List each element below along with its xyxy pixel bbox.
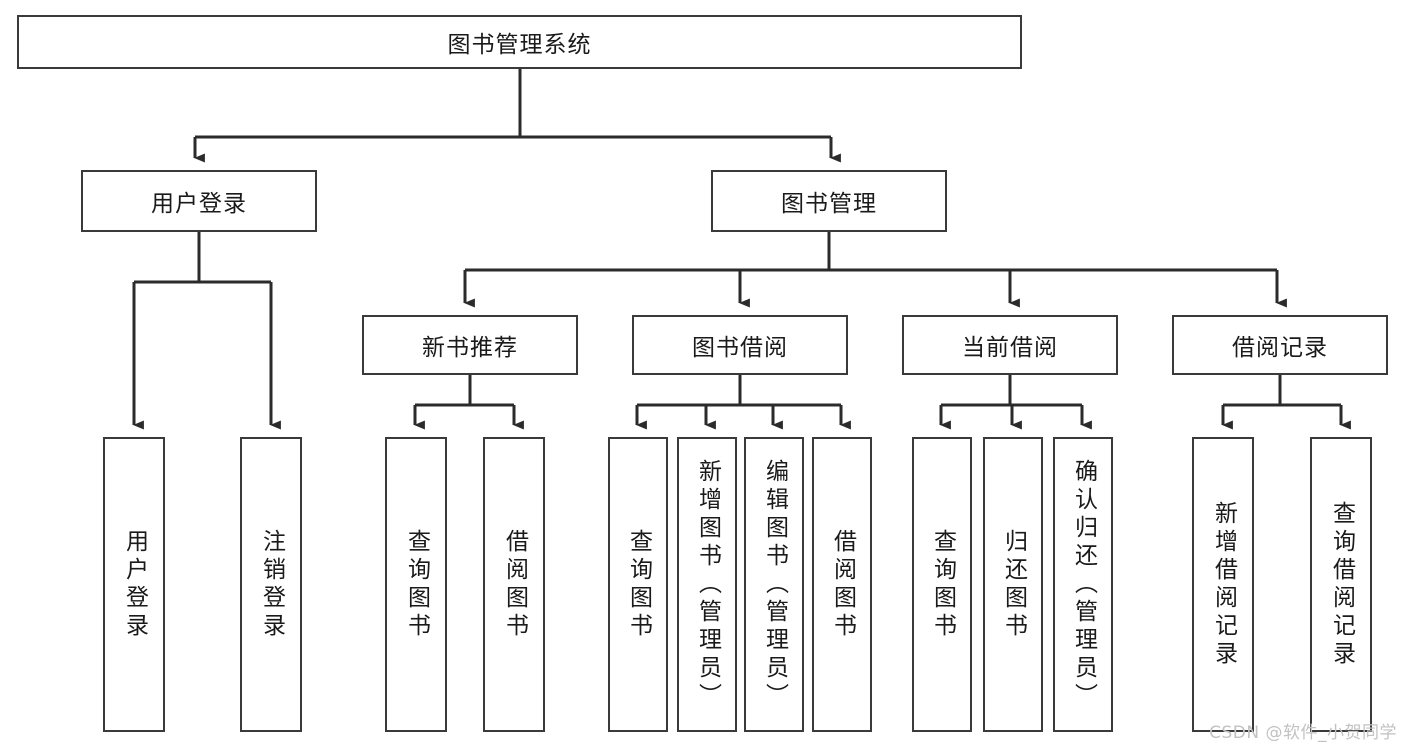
node-leaf-query-book-current-label: 查询图书 (929, 528, 956, 641)
node-book-manage[interactable]: 图书管理 (711, 170, 947, 232)
node-new-book-recommend[interactable]: 新书推荐 (362, 315, 578, 375)
node-leaf-add-book-admin-label: 新增图书（管理员） (694, 458, 721, 711)
node-leaf-query-book-borrow[interactable]: 查询图书 (608, 437, 668, 732)
node-leaf-borrow-book[interactable]: 借阅图书 (812, 437, 872, 732)
node-current-borrow[interactable]: 当前借阅 (902, 315, 1118, 375)
node-leaf-query-book-current[interactable]: 查询图书 (912, 437, 972, 732)
node-leaf-query-book-borrow-label: 查询图书 (625, 528, 652, 641)
node-leaf-confirm-return-admin-label: 确认归还（管理员） (1070, 458, 1097, 711)
node-leaf-user-login-label: 用户登录 (121, 528, 148, 641)
node-root-label: 图书管理系统 (447, 32, 592, 58)
node-root[interactable]: 图书管理系统 (17, 15, 1022, 69)
node-borrow-record[interactable]: 借阅记录 (1172, 315, 1388, 375)
node-leaf-query-record-label: 查询借阅记录 (1328, 500, 1355, 669)
node-book-borrow[interactable]: 图书借阅 (632, 315, 848, 375)
csdn-watermark: CSDN @软件_小贺同学 (1209, 723, 1397, 743)
node-leaf-logout[interactable]: 注销登录 (240, 437, 302, 732)
node-leaf-logout-label: 注销登录 (258, 528, 285, 641)
node-current-borrow-label: 当前借阅 (962, 335, 1058, 361)
node-leaf-user-login[interactable]: 用户登录 (103, 437, 165, 732)
node-borrow-record-label: 借阅记录 (1232, 335, 1328, 361)
node-leaf-borrow-book-rec[interactable]: 借阅图书 (483, 437, 545, 732)
node-leaf-borrow-book-rec-label: 借阅图书 (501, 528, 528, 641)
node-leaf-edit-book-admin[interactable]: 编辑图书（管理员） (744, 437, 804, 732)
node-book-manage-label: 图书管理 (781, 191, 877, 217)
node-leaf-add-book-admin[interactable]: 新增图书（管理员） (677, 437, 737, 732)
node-leaf-query-record[interactable]: 查询借阅记录 (1310, 437, 1372, 732)
node-user-login-label: 用户登录 (151, 191, 247, 217)
node-book-borrow-label: 图书借阅 (692, 335, 788, 361)
node-leaf-return-book[interactable]: 归还图书 (983, 437, 1043, 732)
node-leaf-borrow-book-label: 借阅图书 (829, 528, 856, 641)
node-user-login[interactable]: 用户登录 (81, 170, 317, 232)
node-leaf-add-record[interactable]: 新增借阅记录 (1192, 437, 1254, 732)
node-leaf-confirm-return-admin[interactable]: 确认归还（管理员） (1053, 437, 1113, 732)
node-leaf-query-book-rec-label: 查询图书 (403, 528, 430, 641)
node-leaf-edit-book-admin-label: 编辑图书（管理员） (761, 458, 788, 711)
node-leaf-query-book-rec[interactable]: 查询图书 (385, 437, 447, 732)
node-leaf-return-book-label: 归还图书 (1000, 528, 1027, 641)
node-leaf-add-record-label: 新增借阅记录 (1210, 500, 1237, 669)
node-new-book-recommend-label: 新书推荐 (422, 335, 518, 361)
